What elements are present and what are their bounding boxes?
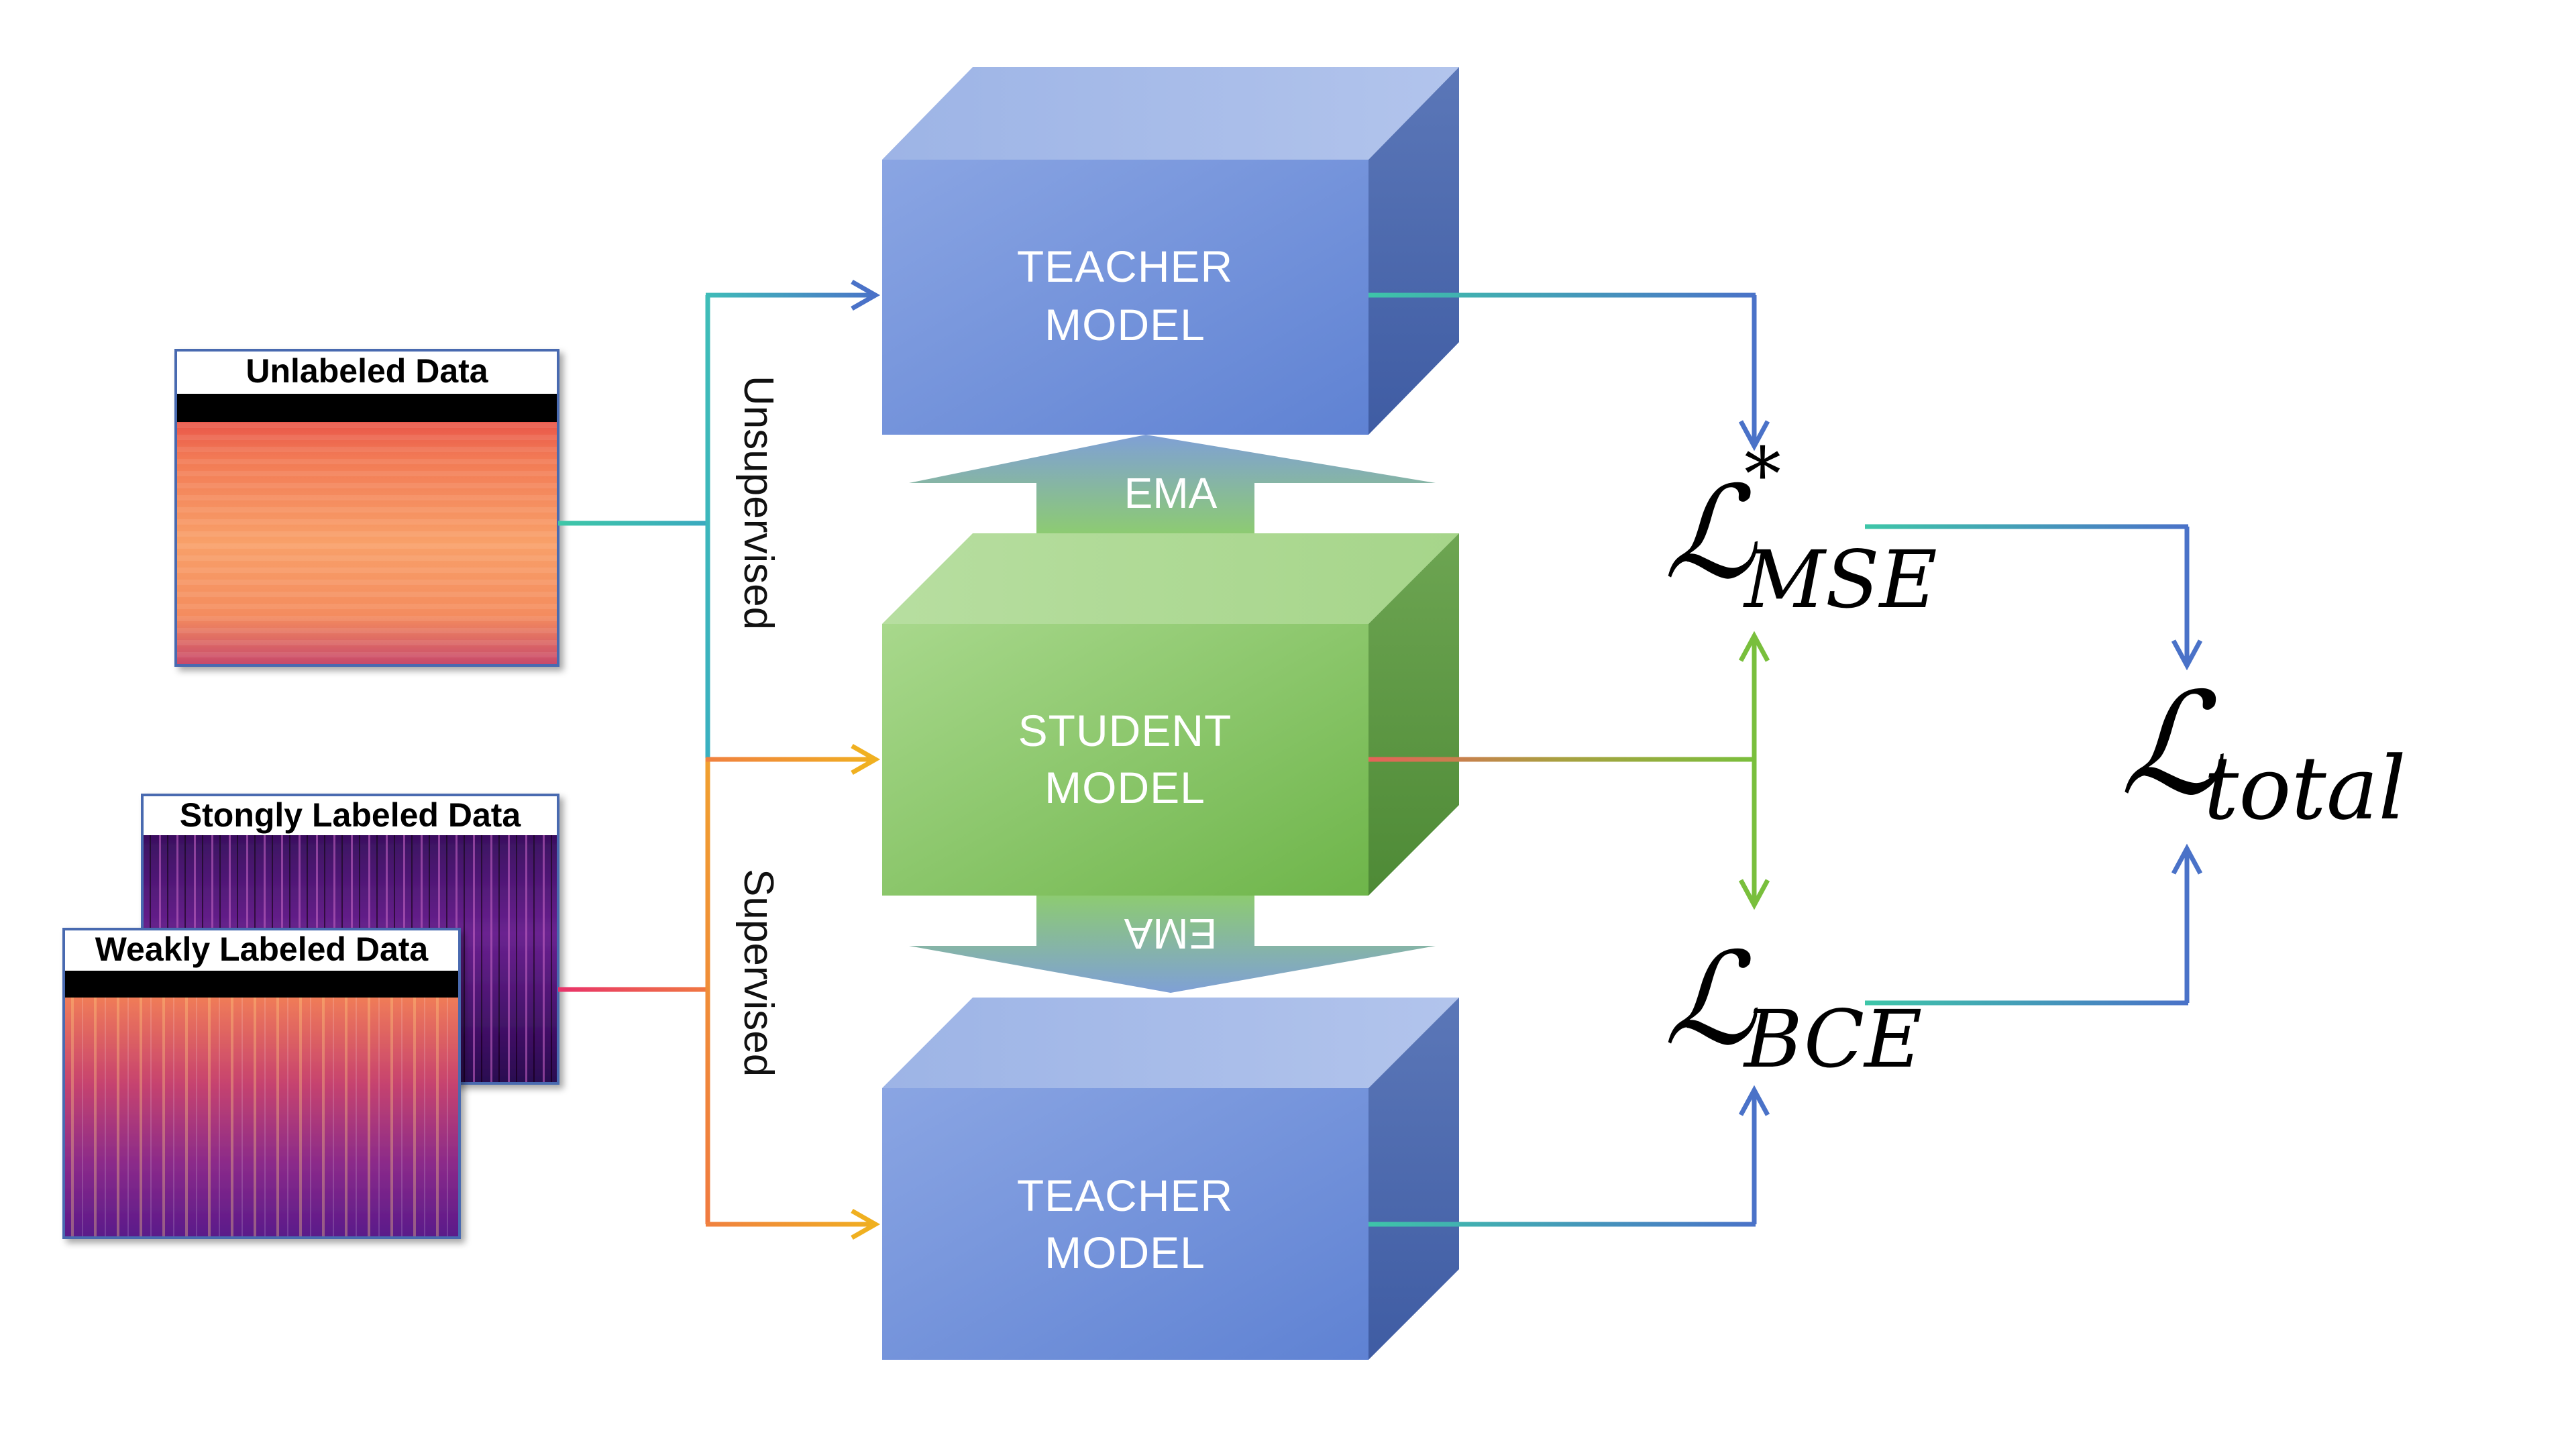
student-model: [882, 533, 1459, 896]
ema-up-label: EMA: [1124, 469, 1218, 517]
unlabeled-data-title: Unlabeled Data: [246, 352, 488, 390]
ema-down-label: EMA: [1124, 910, 1217, 958]
teacher-top-output-connector: [1368, 292, 1757, 443]
bce-symbol: ℒ: [1664, 925, 1758, 1073]
strongly-labeled-data-title: Stongly Labeled Data: [180, 796, 522, 834]
loss-bce: ℒ BCE: [1664, 925, 1922, 1085]
ema-up-arrow: [909, 435, 1436, 533]
arrowhead-teacher-top: [851, 279, 881, 311]
arrowhead-mse-top: [1738, 420, 1770, 451]
weakly-labeled-data-card: [62, 928, 461, 1239]
mse-symbol: ℒ: [1664, 459, 1758, 607]
teacher-bottom-output-connector: [1368, 1093, 1757, 1227]
unlabeled-data-card: [174, 349, 559, 667]
mse-superscript: *: [1744, 431, 1781, 517]
arrowhead-student-to-mse: [1738, 631, 1770, 662]
supervised-connector: [558, 757, 872, 1227]
teacher-model-bottom: [882, 998, 1459, 1360]
total-symbol: ℒ: [2120, 662, 2224, 826]
bce-to-total-connector: [1865, 852, 2190, 1006]
ema-down-arrow: [909, 896, 1436, 993]
arrowhead-bce-bottom: [1738, 1085, 1770, 1116]
unsupervised-connector: [558, 292, 872, 761]
arrowhead-student-to-bce: [1738, 879, 1770, 910]
total-subscript: total: [2204, 737, 2406, 839]
arrowhead-student: [851, 743, 881, 775]
bce-subscript: BCE: [1743, 993, 1922, 1085]
teacher-bottom-line1: TEACHER: [1017, 1171, 1233, 1220]
teacher-top-line1: TEACHER: [1017, 241, 1233, 291]
loss-mse: ℒ * MSE: [1664, 431, 1937, 626]
mse-subscript: MSE: [1743, 533, 1937, 626]
teacher-bottom-line2: MODEL: [1044, 1228, 1205, 1277]
supervised-label: Supervised: [735, 869, 782, 1077]
arrowhead-teacher-bottom: [851, 1208, 881, 1240]
weakly-labeled-data-title: Weakly Labeled Data: [95, 930, 429, 968]
student-line2: MODEL: [1044, 763, 1205, 812]
mse-to-total-connector: [1865, 524, 2190, 661]
loss-total: ℒ total: [2120, 662, 2406, 839]
student-output-connector: [1368, 637, 1757, 902]
unsupervised-label: Unsupervised: [735, 376, 782, 630]
student-line1: STUDENT: [1018, 706, 1232, 755]
teacher-model-top: [882, 67, 1459, 435]
arrowhead-total-bottom: [2171, 843, 2203, 875]
teacher-top-line2: MODEL: [1044, 300, 1205, 350]
arrowhead-total-top: [2171, 639, 2203, 671]
